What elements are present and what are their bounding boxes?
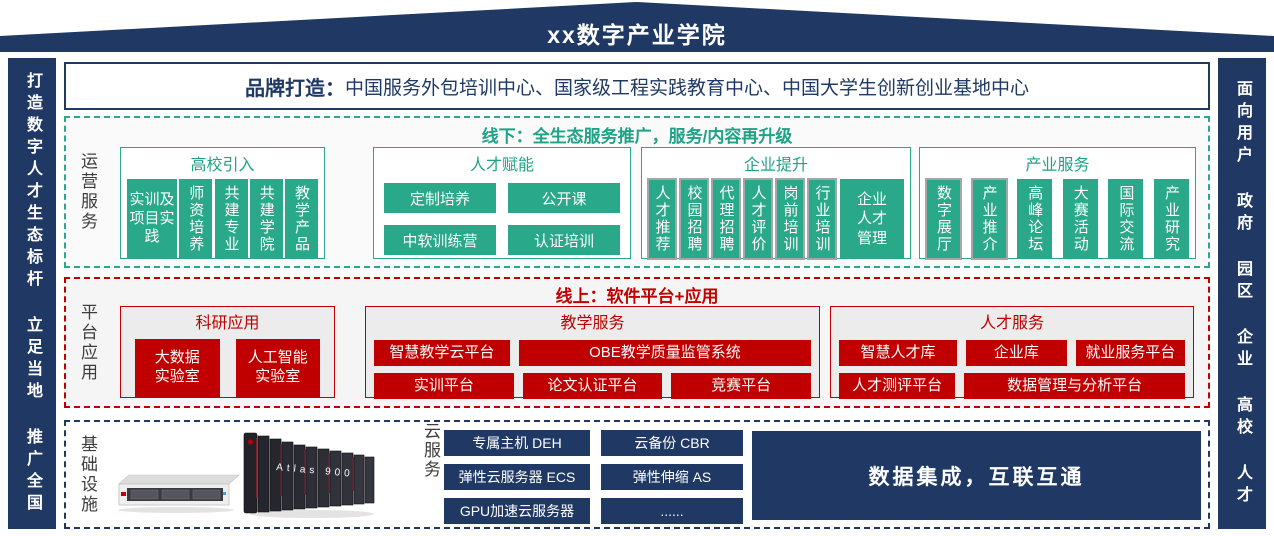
group-title: 科研应用	[195, 315, 260, 332]
item-box: 共建学院	[249, 179, 283, 259]
group-talent-empowerment: 人才赋能 定制培养 公开课 中软训练营 认证培训	[373, 147, 631, 259]
online-section-title: 线上：软件平台+应用	[555, 287, 719, 306]
item-box: 数据管理与分析平台	[964, 373, 1185, 399]
offline-section-title: 线下：全生态服务推广，服务/内容再升级	[481, 127, 793, 146]
group-title: 教学服务	[560, 315, 625, 332]
item-box: 人工智能 实验室	[235, 339, 320, 397]
group-items: 人才推荐 校园招聘 代理招聘 人才评价 岗前培训 行业培训 企业人才管理	[642, 178, 910, 265]
item-box: 公开课	[508, 183, 620, 213]
item-box: 人才推荐	[647, 178, 677, 260]
group-items-row: 实训平台 论文认证平台 竞赛平台	[374, 373, 812, 399]
item-box: 智慧教学云平台	[374, 340, 510, 366]
left-vision-banner: 打造数字人才生态标杆 立足当地 推广全国	[8, 58, 56, 529]
brand-box: 品牌打造： 中国服务外包培训中心、国家级工程实践教育中心、中国大学生创新创业基地…	[64, 62, 1210, 110]
brand-content: 中国服务外包培训中心、国家级工程实践教育中心、中国大学生创新创业基地中心	[344, 77, 1029, 99]
group-items: 数字展厅 产业推介 高峰论坛 大赛活动 国际交流 产业研究	[920, 178, 1195, 265]
group-research-applications: 科研应用 大数据 实验室 人工智能 实验室	[120, 306, 335, 398]
item-box: 代理招聘	[711, 178, 741, 260]
group-title: 人才赋能	[469, 157, 534, 174]
banner-phrase: 企业	[1234, 327, 1251, 372]
group-items: 大数据 实验室 人工智能 实验室	[129, 337, 326, 397]
item-box: OBE教学质量监管系统	[518, 340, 811, 366]
group-items-row: 智慧教学云平台 OBE教学质量监管系统	[374, 340, 811, 366]
item-box: 就业服务平台	[1075, 340, 1185, 366]
cloud-service-item: 专属主机 DEH	[444, 430, 590, 456]
item-box: 定制培养	[384, 183, 496, 213]
side-label-operations: 运营服务	[78, 152, 97, 232]
item-box: 校园招聘	[679, 178, 709, 260]
group-title: 高校引入	[190, 157, 255, 174]
cloud-service-item: ......	[601, 498, 743, 524]
group-items: 实训及项目实践 师资培养 共建专业 共建学院 教学产品	[121, 179, 324, 265]
academy-title: xx数字产业学院	[547, 22, 727, 48]
banner-phrase: 人才	[1234, 463, 1251, 508]
offline-services-section: 线下：全生态服务推广，服务/内容再升级 运营服务 高校引入 实训及项目实践 师资…	[64, 116, 1210, 268]
brand-label: 品牌打造：	[244, 77, 345, 100]
item-box: 智慧人才库	[839, 340, 958, 366]
item-box: 大数据 实验室	[135, 339, 220, 397]
group-title: 人才服务	[979, 315, 1044, 332]
side-label-platform: 平台应用	[78, 302, 97, 383]
item-box: 中软训练营	[384, 225, 496, 255]
online-platform-section: 线上：软件平台+应用 平台应用 科研应用 大数据 实验室 人工智能 实验室 教学…	[64, 277, 1210, 408]
item-box: 师资培养	[179, 179, 213, 259]
banner-phrase: 立足当地	[24, 315, 41, 404]
item-box: 认证培训	[508, 225, 620, 255]
group-title: 企业提升	[743, 157, 808, 174]
item-box: 人才测评平台	[839, 373, 956, 399]
data-integration-box: 数据集成，互联互通	[752, 431, 1201, 520]
item-box: 企业人才管理	[840, 179, 904, 259]
item-box: 岗前培训	[775, 178, 805, 260]
item-box: 企业库	[966, 340, 1067, 366]
item-box: 共建专业	[214, 179, 248, 259]
right-users-banner: 面向用户 政府 园区 企业 高校 人才	[1218, 58, 1266, 529]
item-box: 国际交流	[1108, 179, 1144, 259]
cloud-service-item: 弹性云服务器 ECS	[444, 464, 590, 490]
item-box: 实训平台	[374, 373, 514, 399]
offline-groups: 高校引入 实训及项目实践 师资培养 共建专业 共建学院 教学产品 人才赋能 定制…	[120, 147, 1196, 260]
cloud-service-item: 弹性伸缩 AS	[601, 464, 743, 490]
group-teaching-services: 教学服务 智慧教学云平台 OBE教学质量监管系统 实训平台 论文认证平台 竞赛平…	[365, 306, 820, 399]
group-talent-services: 人才服务 智慧人才库 企业库 就业服务平台 人才测评平台 数据管理与分析平台	[830, 306, 1194, 399]
banner-phrase: 面向用户	[1234, 79, 1251, 168]
roof-shape	[0, 2, 1274, 52]
group-title: 产业服务	[1025, 157, 1090, 174]
atlas-cluster-image: Atlas 900	[243, 432, 375, 518]
group-university-intro: 高校引入 实训及项目实践 师资培养 共建专业 共建学院 教学产品	[120, 147, 325, 259]
item-box: 论文认证平台	[522, 373, 663, 399]
banner-phrase: 高校	[1234, 395, 1251, 440]
group-enterprise-improvement: 企业提升 人才推荐 校园招聘 代理招聘 人才评价 岗前培训 行业培训 企业人才管…	[641, 147, 911, 260]
item-box: 行业培训	[807, 178, 837, 260]
item-box: 人才评价	[743, 178, 773, 260]
group-items-row: 智慧人才库 企业库 就业服务平台	[839, 340, 1185, 366]
banner-phrase: 打造数字人才生态标杆	[24, 71, 41, 292]
side-label-infrastructure: 基础设施	[78, 434, 97, 515]
rack-server-image	[118, 474, 240, 513]
infrastructure-section: 基础设施	[64, 420, 1210, 529]
cloud-service-item: 云备份 CBR	[601, 430, 743, 456]
banner-phrase: 推广全国	[24, 427, 41, 516]
item-box: 竞赛平台	[671, 373, 812, 399]
item-box: 大赛活动	[1062, 179, 1098, 259]
cloud-service-item: GPU加速云服务器	[444, 498, 590, 524]
cloud-service-label: 云服务	[421, 422, 440, 479]
banner-phrase: 园区	[1234, 259, 1251, 304]
item-box: 数字展厅	[925, 178, 962, 260]
online-groups: 科研应用 大数据 实验室 人工智能 实验室 教学服务 智慧教学云平台 OBE教学…	[120, 306, 1194, 399]
item-box: 高峰论坛	[1017, 179, 1053, 259]
cloud-services-grid: 专属主机 DEH 云备份 CBR 弹性云服务器 ECS 弹性伸缩 AS GPU加…	[444, 430, 743, 524]
group-items-row: 人才测评平台 数据管理与分析平台	[839, 373, 1185, 399]
item-box: 产业研究	[1153, 179, 1189, 259]
banner-phrase: 政府	[1234, 191, 1251, 236]
item-box: 教学产品	[285, 179, 318, 259]
item-box: 实训及项目实践	[127, 179, 177, 259]
group-items: 定制培养 公开课 中软训练营 认证培训	[374, 179, 630, 261]
item-box: 产业推介	[970, 178, 1008, 260]
group-industry-services: 产业服务 数字展厅 产业推介 高峰论坛 大赛活动 国际交流 产业研究	[919, 147, 1196, 260]
